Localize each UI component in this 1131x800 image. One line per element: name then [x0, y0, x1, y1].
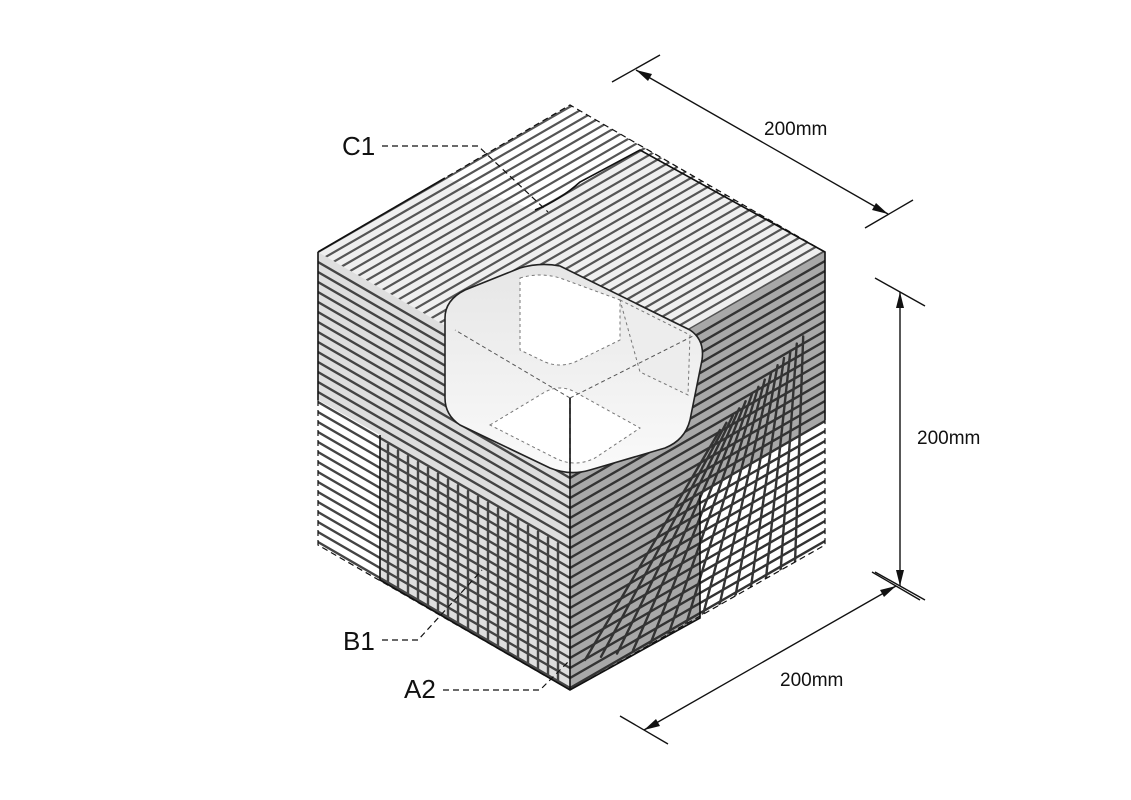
callout-a2: A2 [404, 659, 571, 704]
dimension-top-right: 200mm [611, 54, 914, 229]
groove-line [357, 127, 615, 277]
groove-line [679, 385, 760, 642]
callout-c1-label: C1 [342, 131, 375, 161]
groove-line [318, 370, 570, 520]
groove-line [414, 160, 672, 310]
groove-line [406, 155, 664, 305]
groove-line [599, 421, 728, 658]
groove-line [373, 136, 632, 287]
top-face-grooves [318, 105, 825, 398]
groove-line [390, 146, 648, 296]
dimension-bottom-right: 200mm [619, 571, 921, 745]
groove-line [570, 469, 825, 620]
groove-line [333, 113, 591, 263]
groove-line [570, 369, 825, 520]
groove-line [570, 539, 825, 690]
dimension-bottom-right-label: 200mm [780, 670, 843, 691]
dimension-top-right-label: 200mm [764, 119, 827, 140]
bounding-box [317, 104, 826, 691]
groove-line [570, 479, 825, 630]
callout-b1-label: B1 [343, 626, 375, 656]
callout-a2-label: A2 [404, 674, 436, 704]
groove-line [381, 141, 640, 291]
groove-line [365, 132, 623, 282]
groove-line [570, 379, 825, 530]
groove-line [398, 150, 656, 301]
groove-line [341, 118, 599, 268]
groove-line [615, 414, 734, 655]
groove-line [631, 407, 741, 652]
groove-line [647, 400, 747, 649]
groove-line [727, 364, 779, 633]
groove-line [318, 360, 570, 510]
groove-line [743, 356, 786, 630]
groove-line [325, 108, 583, 258]
groove-line [695, 378, 766, 639]
groove-line [570, 439, 825, 590]
groove-line [318, 380, 570, 530]
groove-line [570, 359, 825, 510]
groove-line [570, 459, 825, 610]
groove-line [583, 428, 722, 662]
callout-b1: B1 [343, 569, 483, 656]
cube-block [317, 105, 826, 691]
groove-line [318, 400, 570, 550]
dimension-right-vertical: 200mm [874, 277, 980, 601]
groove-line [663, 392, 754, 646]
groove-line [570, 499, 825, 650]
groove-line [570, 419, 825, 570]
groove-line [318, 350, 570, 500]
groove-line [318, 390, 570, 540]
groove-line [349, 122, 607, 272]
center-cavity [444, 263, 704, 474]
callout-c1: C1 [342, 131, 549, 213]
groove-line [318, 340, 570, 490]
groove-line [711, 371, 773, 636]
dimension-right-vertical-label: 200mm [917, 428, 980, 449]
